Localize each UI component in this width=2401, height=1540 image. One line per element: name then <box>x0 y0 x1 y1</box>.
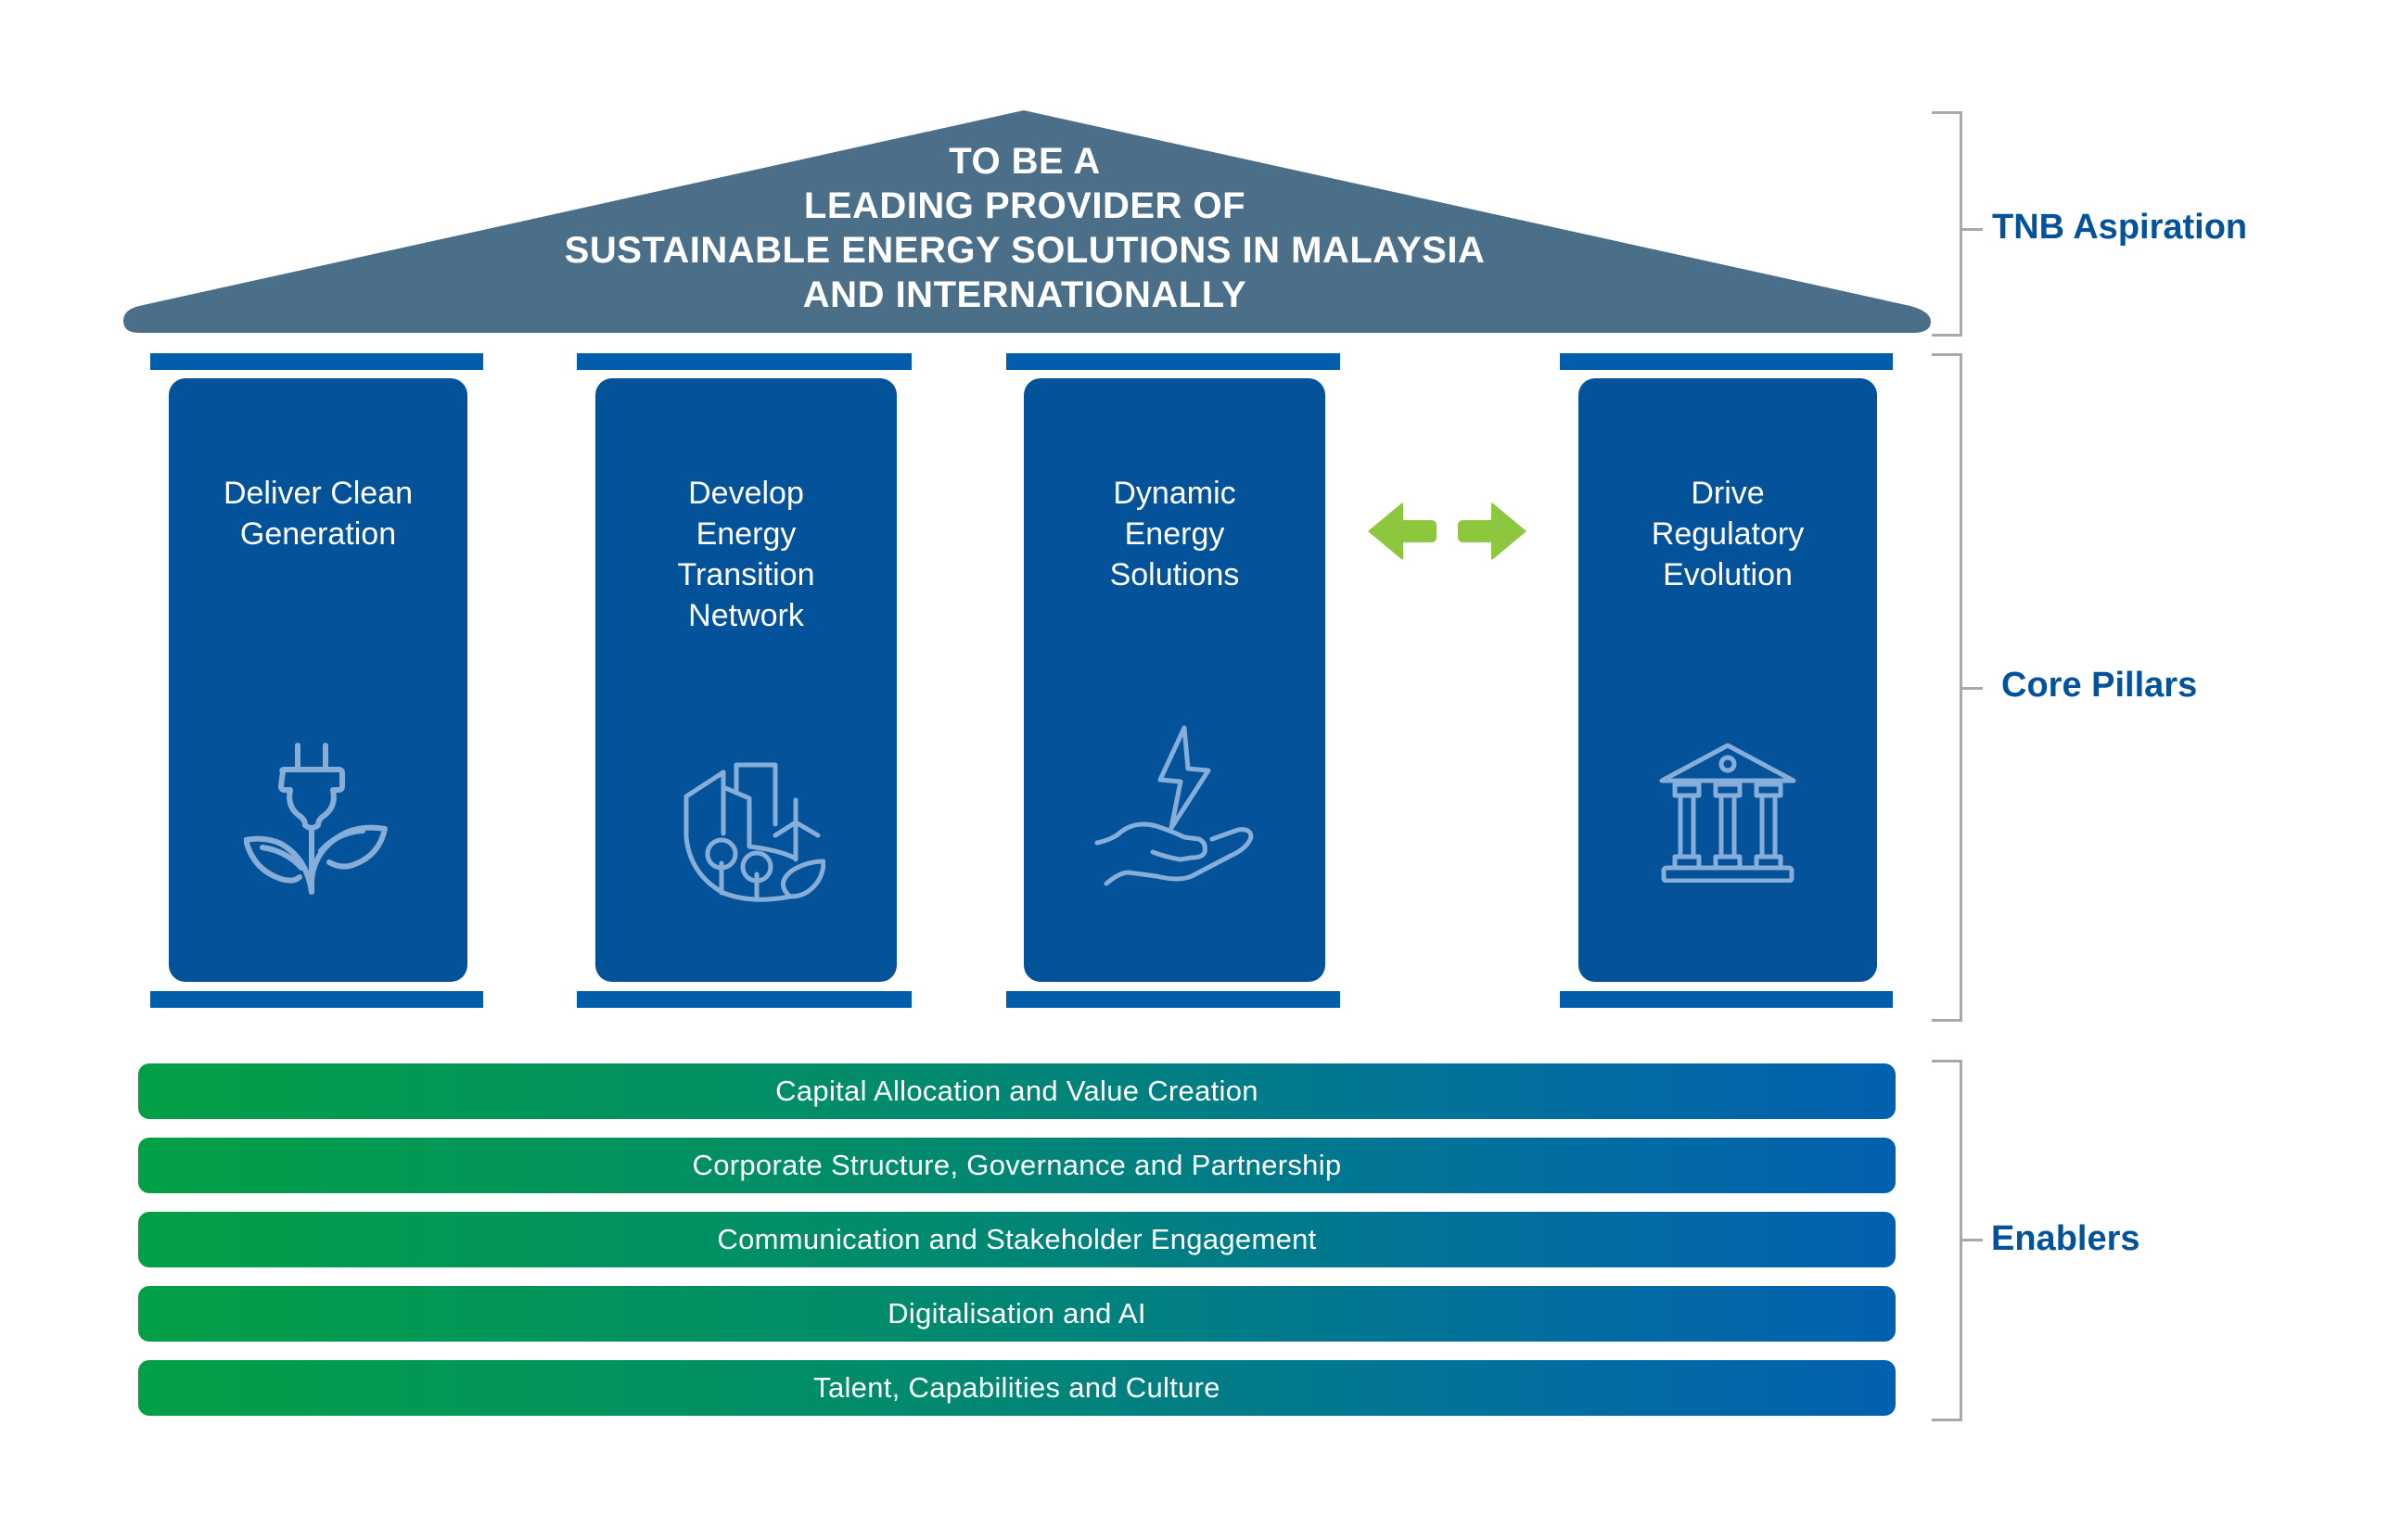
pillar-develop-energy-transition-network: Develop Energy Transition Network <box>595 378 897 982</box>
pillar-base-cap <box>1006 991 1340 1008</box>
enabler-bar: Capital Allocation and Value Creation <box>138 1063 1896 1119</box>
pillar-top-cap <box>577 353 912 370</box>
pillar-title-line: Energy <box>696 516 797 552</box>
hand-lightning-icon <box>1092 717 1258 893</box>
section-label-pillars: Core Pillars <box>2001 666 2198 705</box>
pillar-base-cap <box>577 991 912 1008</box>
pillar-title: Deliver Clean Generation <box>169 473 467 554</box>
plug-leaf-icon <box>244 740 392 897</box>
government-building-icon <box>1658 742 1797 883</box>
pillar-title-line: Deliver Clean <box>223 476 414 511</box>
pillar-title: Dynamic Energy Solutions <box>1024 473 1325 595</box>
pillar-title-line: Energy <box>1124 516 1225 552</box>
enabler-bar: Communication and Stakeholder Engagement <box>138 1212 1896 1267</box>
enabler-bar: Corporate Structure, Governance and Part… <box>138 1138 1896 1193</box>
pillar-base-cap <box>150 991 483 1008</box>
pillar-deliver-clean-generation: Deliver Clean Generation <box>169 378 467 982</box>
aspiration-bracket <box>1932 111 1962 337</box>
pillar-top-cap <box>150 353 483 370</box>
pillar-base-cap <box>1560 991 1893 1008</box>
pillar-title: Develop Energy Transition Network <box>595 473 897 636</box>
roof-triangle <box>123 110 1931 333</box>
pillar-title-line: Generation <box>239 516 397 552</box>
enablers-bracket-tick <box>1962 1239 1983 1241</box>
pillar-title: Drive Regulatory Evolution <box>1578 473 1877 595</box>
pillars-bracket <box>1932 353 1962 1022</box>
aspiration-line: AND INTERNATIONALLY <box>802 274 1247 315</box>
pillar-title-line: Solutions <box>1109 557 1240 592</box>
pillar-top-cap <box>1006 353 1340 370</box>
enabler-bar: Digitalisation and AI <box>138 1286 1896 1342</box>
pillar-title-line: Dynamic <box>1113 476 1236 511</box>
enabler-bar: Talent, Capabilities and Culture <box>138 1360 1896 1416</box>
aspiration-line: LEADING PROVIDER OF <box>803 185 1246 226</box>
pillar-title-line: Drive <box>1691 476 1765 511</box>
city-wind-tree-icon <box>668 745 825 902</box>
section-label-enablers: Enablers <box>1991 1219 2140 1258</box>
enablers-bracket <box>1932 1060 1962 1421</box>
pillar-title-line: Develop <box>688 476 804 511</box>
pillar-title-line: Network <box>688 598 804 633</box>
arrow-right-icon <box>1458 503 1526 560</box>
pillars-bracket-tick <box>1962 687 1983 690</box>
pillar-title-line: Transition <box>677 557 815 592</box>
pillar-drive-regulatory-evolution: Drive Regulatory Evolution <box>1578 378 1877 982</box>
arrow-left-icon <box>1368 503 1437 560</box>
pillar-dynamic-energy-solutions: Dynamic Energy Solutions <box>1024 378 1325 982</box>
roof-shape <box>123 110 1931 333</box>
pillar-top-cap <box>1560 353 1893 370</box>
aspiration-line: TO BE A <box>949 141 1101 182</box>
section-label-aspiration: TNB Aspiration <box>1992 208 2248 247</box>
aspiration-line: SUSTAINABLE ENERGY SOLUTIONS IN MALAYSIA <box>564 230 1486 271</box>
pillar-title-line: Evolution <box>1663 557 1793 592</box>
aspiration-statement: TO BE A LEADING PROVIDER OF SUSTAINABLE … <box>278 139 1771 317</box>
pillar-title-line: Regulatory <box>1651 516 1805 552</box>
bidirectional-arrows-icon <box>1366 502 1528 566</box>
aspiration-bracket-tick <box>1962 228 1983 231</box>
